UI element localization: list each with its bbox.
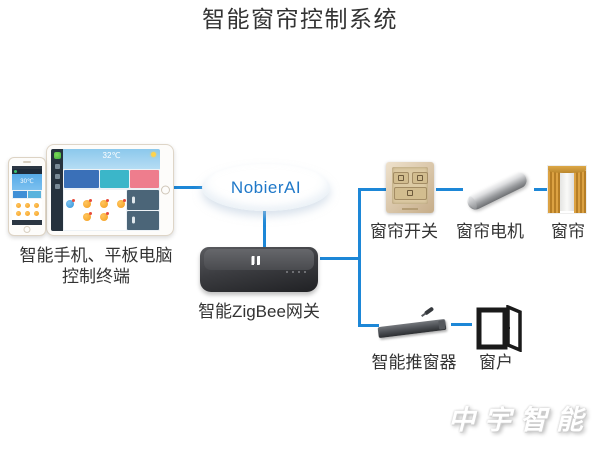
connector-pusher-window <box>451 323 472 326</box>
tablet-right-panels <box>127 190 159 230</box>
curtain-valance <box>548 166 586 173</box>
sun-icon <box>151 152 156 157</box>
phone-status-bar <box>12 166 42 169</box>
gateway-label: 智能ZigBee网关 <box>198 302 320 321</box>
smartphone-device: 30℃ <box>8 157 46 236</box>
pusher-remote-icon <box>423 306 435 316</box>
connector-tablet-cloud <box>170 186 203 189</box>
motor-label: 窗帘电机 <box>456 222 524 241</box>
scene-tile-pink <box>129 170 159 188</box>
connector-switch-motor <box>436 188 463 191</box>
curtain-label: 窗帘 <box>551 222 585 241</box>
sidebar-icon <box>54 164 60 169</box>
app-logo-icon <box>53 152 61 159</box>
tablet-sidebar <box>51 149 63 231</box>
tablet-device: 32℃ <box>46 144 174 236</box>
scene-tile-blue <box>64 170 99 188</box>
voice-panel <box>127 190 159 210</box>
window-pusher-image <box>376 303 450 347</box>
device-icon <box>65 198 75 208</box>
tablet-temp: 32℃ <box>102 151 121 160</box>
switch-button <box>393 186 427 200</box>
phone-weather-card: 30℃ <box>12 174 42 190</box>
connector-trunk-pusher <box>361 324 379 327</box>
phone-speaker <box>23 161 31 163</box>
tablet-device-grid <box>64 190 126 230</box>
app-icon <box>24 211 30 216</box>
connector-trunk-switch <box>361 188 386 191</box>
green-dot-icon <box>14 170 17 173</box>
phone-tile-blue <box>13 191 27 198</box>
gateway-indicator-lights <box>286 271 306 273</box>
window-icon <box>476 304 522 353</box>
curtain-sheer <box>560 171 574 211</box>
tablet-scene-tiles <box>63 169 160 189</box>
app-icon <box>33 211 39 216</box>
curtain-image <box>548 166 586 213</box>
switch-plate <box>392 167 428 204</box>
tablet-screen: 32℃ <box>51 149 160 231</box>
connector-trunk <box>358 188 361 327</box>
connector-cloud-gateway <box>263 210 266 248</box>
curtain-motor-image <box>462 168 534 214</box>
app-icon <box>33 203 39 208</box>
window-label: 窗户 <box>479 353 513 372</box>
switch-brand-strip <box>402 208 418 210</box>
list-panel <box>127 210 159 230</box>
device-icon <box>99 198 109 208</box>
terminals-label-line1: 智能手机、平板电脑 <box>19 246 173 265</box>
cloud-shape: NobierAI <box>202 164 330 211</box>
cloud-label: NobierAI <box>230 177 302 197</box>
phone-screen: 30℃ <box>12 166 42 225</box>
app-icon <box>24 203 30 208</box>
switch-button <box>392 171 409 184</box>
phone-app-grid <box>12 199 42 220</box>
switch-label: 窗帘开关 <box>370 222 438 241</box>
scene-tile-teal <box>99 170 129 188</box>
curtain-switch-image <box>386 162 434 213</box>
pusher-bar <box>377 318 447 339</box>
sidebar-icon <box>54 174 60 179</box>
window-image <box>475 304 523 353</box>
app-icon <box>15 203 21 208</box>
device-icon <box>116 198 126 208</box>
phone-nav-bar <box>12 169 42 174</box>
terminals-label-line2: 控制终端 <box>62 267 130 286</box>
device-icon <box>99 211 109 221</box>
device-icon <box>82 211 92 221</box>
phone-bottom-bar <box>12 220 42 225</box>
connector-motor-curtain <box>534 188 548 191</box>
device-icon <box>82 198 92 208</box>
phone-tile-lightblue <box>27 191 41 198</box>
tablet-body <box>63 189 160 231</box>
sidebar-icon <box>54 184 60 189</box>
tablet-main-area: 32℃ <box>63 149 160 231</box>
gateway-logo-icon <box>247 256 267 265</box>
tablet-home-button <box>161 185 170 195</box>
pusher-label: 智能推窗器 <box>371 353 457 372</box>
switch-button <box>411 171 428 184</box>
phone-tiles <box>12 190 42 199</box>
motor-end-cap <box>466 195 479 211</box>
app-icon <box>15 211 21 216</box>
gateway-device <box>200 247 318 292</box>
phone-home-button <box>23 226 31 233</box>
curtain-right-panel <box>574 171 586 213</box>
tablet-weather-header: 32℃ <box>63 149 160 169</box>
curtain-left-panel <box>548 171 560 213</box>
watermark-text: 中宇智能 <box>448 405 592 436</box>
connector-gateway-trunk <box>320 257 361 260</box>
motor-tube <box>464 169 530 213</box>
page-title: 智能窗帘控制系统 <box>202 6 398 32</box>
